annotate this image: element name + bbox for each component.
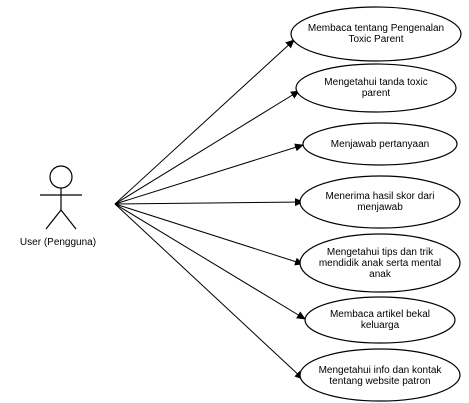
actor-right-leg [60,209,77,230]
use-case-ellipse-uc2 [295,63,457,113]
association-arrow-uc3 [114,143,304,205]
actor-label: User (Pengguna) [19,237,97,248]
use-case-ellipse-uc7 [299,348,461,402]
use-case-label-uc7: Mengetahui info dan kontak tentang websi… [318,365,442,387]
use-case-label-uc6: Membaca artikel bekal keluarga [329,309,431,331]
use-case-ellipse-uc5 [299,233,461,293]
use-case-ellipse-uc6 [304,296,456,344]
use-case-ellipse-uc3 [302,122,458,166]
use-case-label-uc1: Membaca tentang Pengenalan Toxic Parent [307,23,445,45]
actor-head [49,165,73,189]
use-case-label-uc2: Mengetahui tanda toxic parent [324,77,428,99]
association-arrow-uc6 [114,203,306,320]
use-case-label-uc4: Menerima hasil skor dari menjawab [325,191,435,213]
use-case-ellipse-uc1 [290,6,462,62]
use-case-label-uc3: Menjawab pertanyaan [330,138,430,150]
association-arrow-uc7 [114,203,304,380]
use-case-ellipse-uc4 [299,175,461,229]
association-arrow-uc4 [114,198,304,207]
association-arrow-uc1 [114,39,295,205]
actor-left-leg [45,209,62,230]
association-arrow-uc5 [114,203,304,266]
actor-figure [40,165,82,230]
association-arrow-uc2 [114,90,300,205]
use-case-label-uc5: Mengetahui tips dan trik mendidik anak s… [318,246,442,280]
